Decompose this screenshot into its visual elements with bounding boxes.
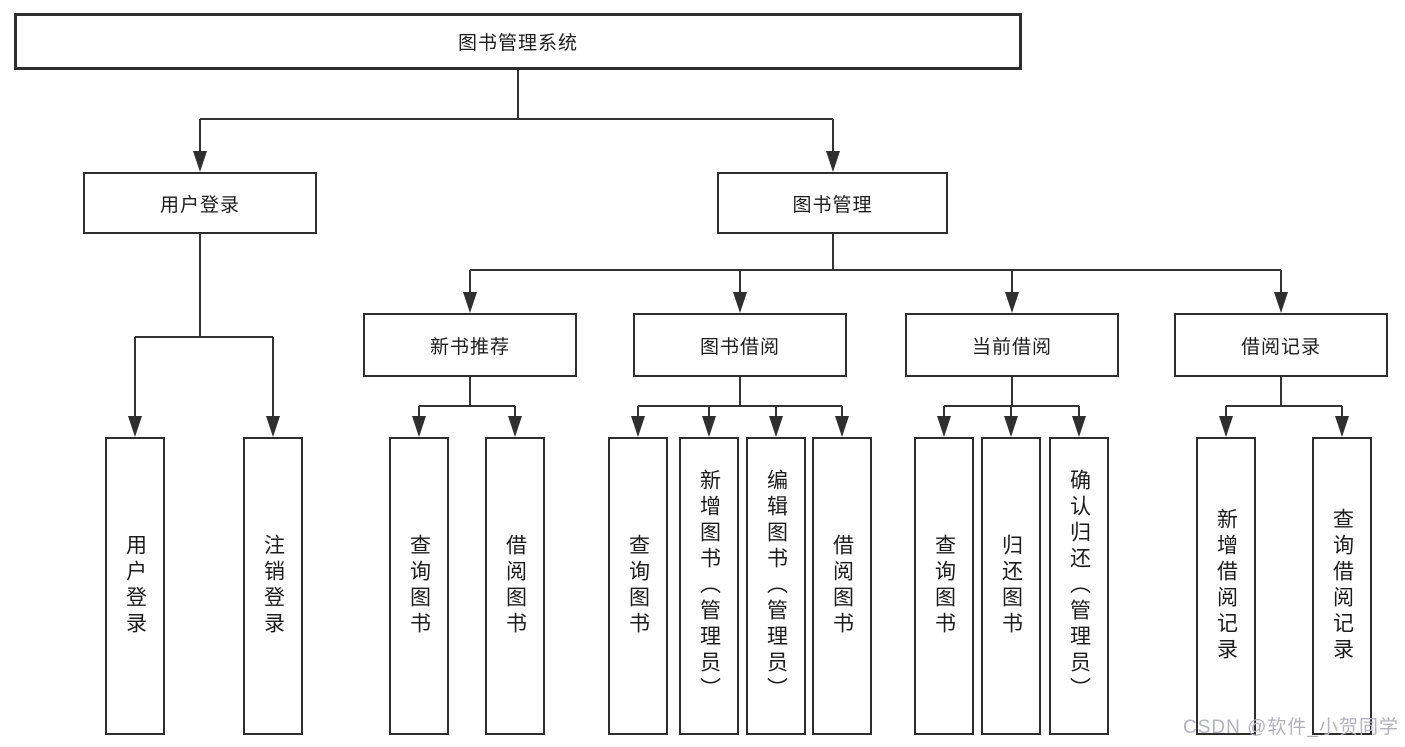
node-borrowing-records: 借阅记录 [1174,313,1388,377]
arrowhead-icon [1005,292,1019,313]
leaf-add-borrow-record: 新增借阅记录 [1196,437,1256,735]
arrowhead-icon [508,416,522,437]
leaf-confirm-return-admin: 确认归还（管理员） [1049,437,1109,735]
leaf-user-login: 用户登录 [105,437,165,735]
arrowhead-icon [733,292,747,313]
leaf-query-borrow-record: 查询借阅记录 [1312,437,1372,735]
csdn-watermark: CSDN @软件_小贺同学 [1183,717,1399,738]
arrowhead-icon [1335,416,1349,437]
arrowhead-icon [266,416,280,437]
arrowhead-icon [702,416,716,437]
leaf-add-books-admin: 新增图书（管理员） [679,437,739,735]
leaf-query-books-current: 查询图书 [914,437,974,735]
arrowheads [128,151,1349,437]
arrowhead-icon [1274,292,1288,313]
arrowhead-icon [1004,416,1018,437]
leaf-borrow-books-borrowing: 借阅图书 [812,437,872,735]
leaf-logout: 注销登录 [243,437,303,735]
arrowhead-icon [1219,416,1233,437]
arrowhead-icon [937,416,951,437]
arrowhead-icon [1072,416,1086,437]
node-new-book-recommend: 新书推荐 [363,313,577,377]
arrowhead-icon [463,292,477,313]
arrowhead-icon [826,151,840,172]
arrowhead-icon [193,151,207,172]
leaf-query-books-borrowing: 查询图书 [608,437,668,735]
node-book-borrowing: 图书借阅 [633,313,847,377]
arrowhead-icon [631,416,645,437]
leaf-query-books-recommend: 查询图书 [389,437,449,735]
leaf-edit-books-admin: 编辑图书（管理员） [746,437,806,735]
arrowhead-icon [769,416,783,437]
tree-edges [134,70,1343,417]
node-book-management: 图书管理 [717,172,948,234]
arrowhead-icon [128,416,142,437]
leaf-return-books: 归还图书 [981,437,1041,735]
node-current-borrowing: 当前借阅 [905,313,1119,377]
node-user-login: 用户登录 [83,172,317,234]
node-library-system: 图书管理系统 [14,13,1022,70]
leaf-borrow-books-recommend: 借阅图书 [485,437,545,735]
arrowhead-icon [835,416,849,437]
arrowhead-icon [412,416,426,437]
